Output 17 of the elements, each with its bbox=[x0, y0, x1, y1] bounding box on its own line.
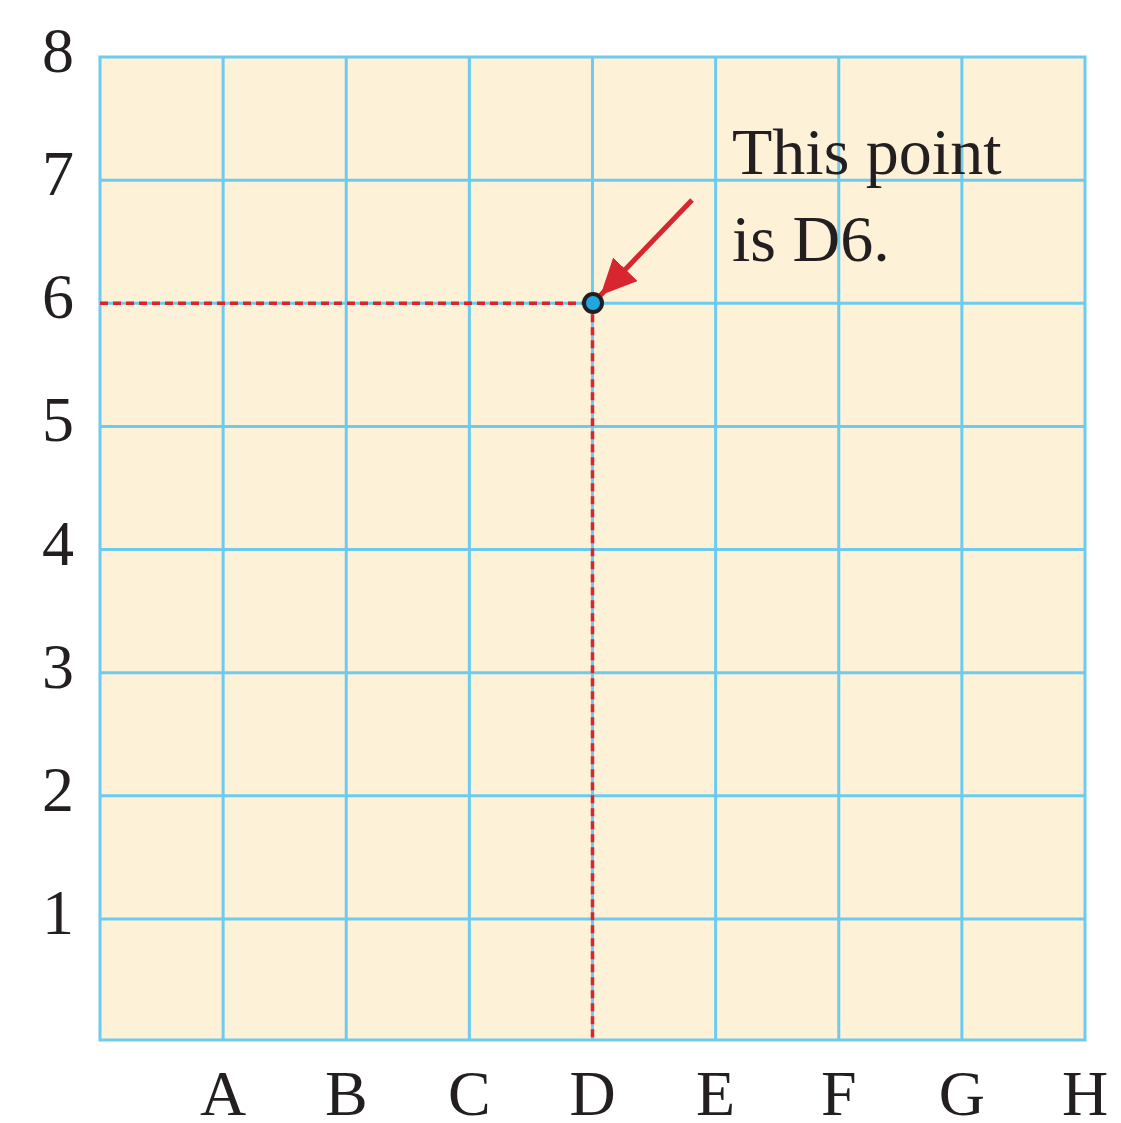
column-letter: C bbox=[448, 1062, 491, 1123]
row-number: 2 bbox=[42, 757, 74, 822]
row-number: 8 bbox=[42, 19, 74, 83]
column-letter: E bbox=[696, 1062, 736, 1123]
column-letter: F bbox=[820, 1062, 857, 1123]
row-number: 3 bbox=[42, 634, 74, 699]
row-number: 5 bbox=[42, 388, 74, 453]
row-number: 6 bbox=[42, 265, 74, 330]
row-number: 1 bbox=[42, 880, 74, 945]
column-letter: G bbox=[938, 1062, 985, 1123]
column-letter: A bbox=[200, 1062, 247, 1123]
column-letter: H bbox=[1061, 1062, 1109, 1123]
arrow bbox=[598, 198, 694, 297]
row-number: 4 bbox=[42, 511, 74, 576]
column-letter: D bbox=[569, 1062, 616, 1123]
row-number: 7 bbox=[42, 142, 74, 207]
column-letter: B bbox=[324, 1062, 368, 1123]
